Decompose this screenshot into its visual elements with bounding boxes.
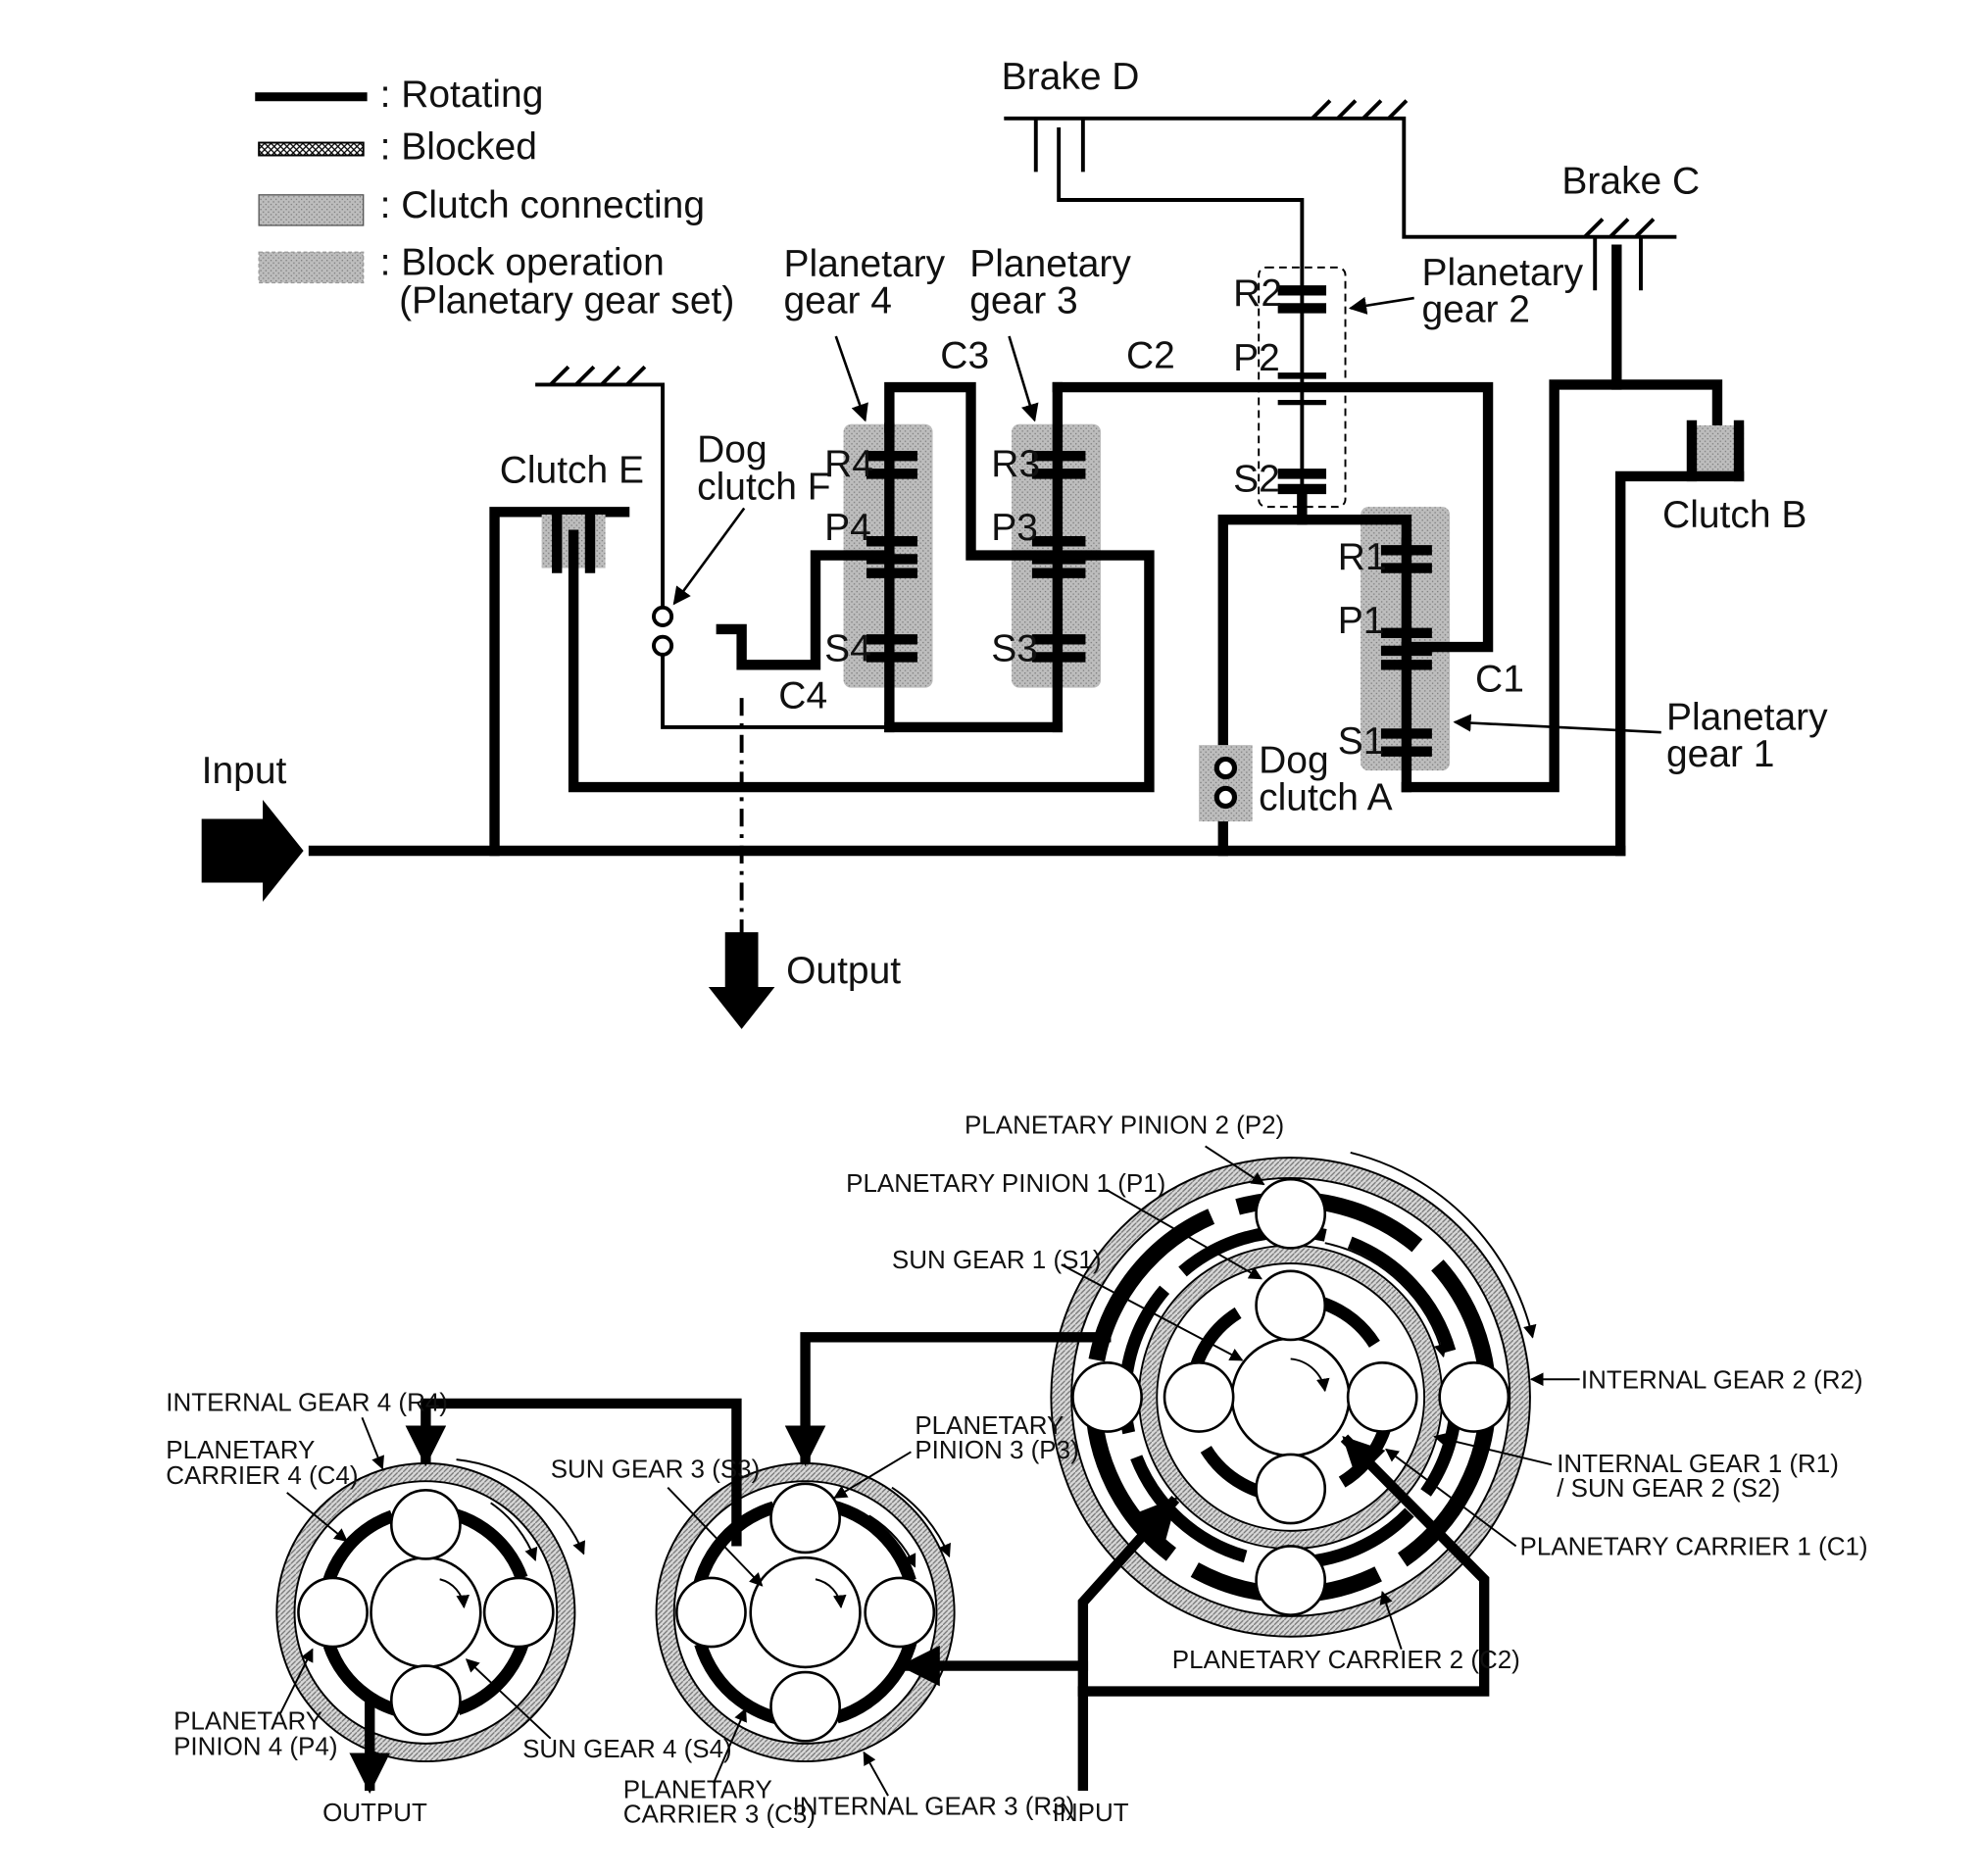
c2-link (1052, 381, 1494, 653)
wheel-view: PLANETARY PINION 2 (P2) PLANETARY PINION… (166, 1110, 1867, 1828)
s4-label: S4 (824, 627, 871, 669)
wv-p3-label-2: PINION 3 (P3) (915, 1435, 1078, 1464)
c3-label: C3 (940, 335, 989, 377)
output-carrier-c4 (716, 550, 895, 670)
clutch-b-to-input (1615, 470, 1745, 857)
dog-clutch-a-label-2: clutch A (1259, 776, 1392, 818)
output-arrow (708, 932, 775, 1029)
r1-link (1297, 514, 1412, 548)
r1-label: R1 (1338, 536, 1387, 578)
wv-r1s2-label-2: / SUN GEAR 2 (S2) (1557, 1473, 1780, 1503)
wv-p2-label: PLANETARY PINION 2 (P2) (965, 1110, 1284, 1139)
pg1-label-2: gear 1 (1666, 733, 1774, 775)
s2-label: S2 (1233, 459, 1280, 501)
input-label: Input (202, 750, 287, 792)
pg2-label-1: Planetary (1421, 252, 1583, 294)
pg4-wheel (275, 1458, 586, 1763)
wv-s4-label: SUN GEAR 4 (S4) (522, 1734, 732, 1763)
s3-label: S3 (991, 627, 1038, 669)
legend-block-label-1: : Block operation (380, 242, 665, 284)
output-label: Output (786, 950, 901, 992)
pg3-label-1: Planetary (969, 243, 1131, 285)
pg2-label-2: gear 2 (1421, 289, 1529, 331)
c2-to-r3-link (784, 1332, 1112, 1467)
pg1-label-1: Planetary (1666, 697, 1828, 739)
r2-label: R2 (1233, 272, 1282, 315)
pg3-wheel (655, 1462, 956, 1763)
wv-c3-label-1: PLANETARY (623, 1775, 772, 1804)
legend-rotating-label: : Rotating (380, 74, 544, 116)
brake-d-label: Brake D (1002, 56, 1140, 98)
wv-output-label: OUTPUT (322, 1798, 427, 1827)
wv-s3-label: SUN GEAR 3 (S3) (551, 1454, 761, 1483)
brake-c-label: Brake C (1561, 161, 1700, 203)
input-to-c1-link (1077, 1434, 1490, 1697)
legend-block-swatch (258, 251, 365, 284)
wv-c2-label: PLANETARY CARRIER 2 (C2) (1172, 1645, 1520, 1674)
wv-r1s2-label-1: INTERNAL GEAR 1 (R1) (1557, 1449, 1839, 1478)
wv-s1-label: SUN GEAR 1 (S1) (892, 1245, 1102, 1274)
p4-label: P4 (824, 507, 871, 549)
pg3-label-2: gear 3 (969, 280, 1077, 322)
legend: : Rotating : Blocked : Clutch connecting… (255, 74, 734, 322)
pg1-pg2-wheel (1050, 1152, 1537, 1638)
wv-r2-label: INTERNAL GEAR 2 (R2) (1581, 1364, 1863, 1394)
s3-to-r4-link (405, 1398, 742, 1547)
p2-label: P2 (1233, 337, 1280, 379)
legend-clutch-swatch (258, 194, 365, 226)
r3-label: R3 (991, 443, 1040, 485)
wv-c1-label: PLANETARY CARRIER 1 (C1) (1520, 1532, 1868, 1561)
wv-p1-label: PLANETARY PINION 1 (P1) (846, 1168, 1165, 1198)
schematic: Input Clutch E Dog clutch F Output R4 P4… (201, 56, 1828, 1029)
wv-c4-label-1: PLANETARY (166, 1435, 315, 1464)
wv-p4-label-2: PINION 4 (P4) (173, 1732, 337, 1761)
dog-clutch-f-lower (652, 634, 674, 657)
dog-clutch-a-label-1: Dog (1259, 740, 1329, 782)
dog-clutch-a-lower (1213, 785, 1238, 810)
wv-c4-label-2: CARRIER 4 (C4) (166, 1460, 358, 1490)
clutch-b-label: Clutch B (1662, 494, 1807, 536)
dog-clutch-f-label-2: clutch F (697, 466, 830, 508)
dog-clutch-a-upper (1213, 756, 1238, 780)
wv-p4-label-1: PLANETARY (173, 1706, 322, 1736)
input-to-c2-link (1077, 1495, 1180, 1791)
dog-clutch-f-ground (535, 382, 666, 608)
legend-blocked-label: : Blocked (380, 125, 537, 168)
c1-label: C1 (1475, 659, 1524, 701)
r1-s2-link (1217, 491, 1308, 857)
s1-to-brake-c (1401, 379, 1723, 793)
r4-label: R4 (824, 443, 873, 485)
brake-d-to-r2 (1057, 126, 1305, 504)
pg4-label-2: gear 4 (783, 280, 892, 322)
legend-blocked-swatch (258, 141, 365, 157)
clutch-e-label: Clutch E (500, 449, 644, 491)
clutch-e-drum (489, 507, 630, 857)
dog-clutch-f-label-1: Dog (697, 429, 767, 471)
legend-clutch-label: : Clutch connecting (380, 184, 705, 226)
s1-label: S1 (1338, 720, 1385, 763)
p3-label: P3 (991, 507, 1038, 549)
wv-input-label: INPUT (1053, 1798, 1129, 1827)
input-arrow (201, 800, 304, 902)
wv-c3-label-2: CARRIER 3 (C3) (623, 1799, 816, 1828)
pg4-label-1: Planetary (783, 243, 945, 285)
legend-block-label-2: (Planetary gear set) (399, 280, 734, 322)
p1-label: P1 (1338, 600, 1385, 642)
wv-r3-label: INTERNAL GEAR 3 (R3) (793, 1792, 1075, 1821)
wv-r4-label: INTERNAL GEAR 4 (R4) (166, 1388, 448, 1417)
dog-clutch-f-upper (652, 605, 674, 627)
wv-p3-label-1: PLANETARY (915, 1410, 1064, 1440)
dog-clutch-f-link (661, 654, 890, 729)
c4-label: C4 (778, 674, 827, 716)
brake-ground (1004, 116, 1677, 239)
c2-label: C2 (1126, 335, 1175, 377)
